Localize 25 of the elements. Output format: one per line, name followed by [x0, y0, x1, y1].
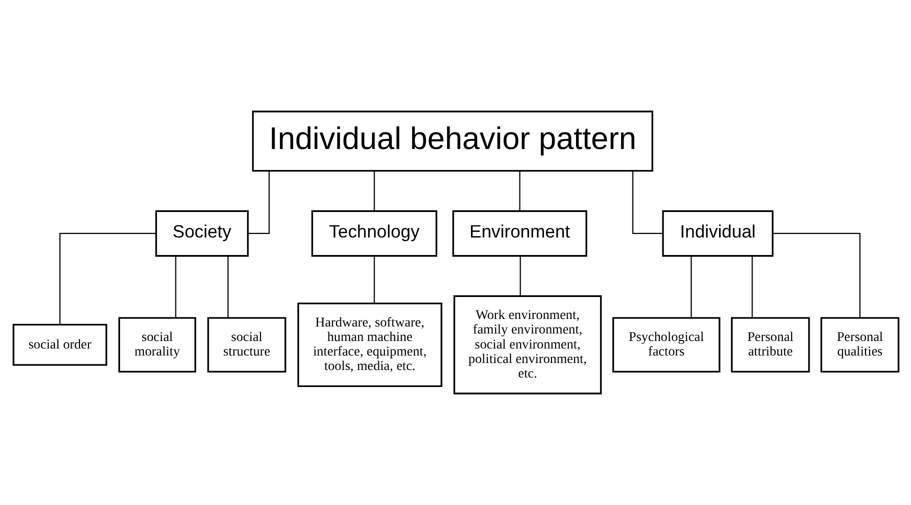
- connector: [518, 170, 520, 211]
- node-box: social structure: [206, 317, 286, 372]
- connector: [751, 256, 752, 318]
- connector: [58, 232, 156, 324]
- node-box: Individual behavior pattern: [252, 110, 653, 172]
- node-box: Environment: [452, 210, 587, 257]
- node-box: Personal qualities: [820, 317, 899, 372]
- connector: [519, 256, 520, 296]
- connector: [772, 232, 860, 318]
- connector: [247, 170, 270, 234]
- node-box: Society: [154, 210, 248, 257]
- connector: [174, 256, 176, 318]
- connector: [632, 170, 662, 234]
- connector: [226, 256, 228, 318]
- node-box: Personal attribute: [730, 317, 810, 372]
- node-box: social morality: [118, 317, 196, 372]
- node-box: Technology: [310, 210, 437, 257]
- connector: [373, 170, 374, 211]
- node-box: Psychological factors: [612, 317, 720, 372]
- node-box: Individual: [662, 210, 773, 257]
- connector: [373, 256, 374, 304]
- connector: [690, 256, 692, 318]
- node-box: social order: [12, 324, 107, 366]
- node-box: Work environment, family environment, social environment, political environment, etc.: [452, 295, 602, 394]
- node-box: Hardware, software, human machine interface, equipment, tools, media, etc.: [296, 302, 442, 388]
